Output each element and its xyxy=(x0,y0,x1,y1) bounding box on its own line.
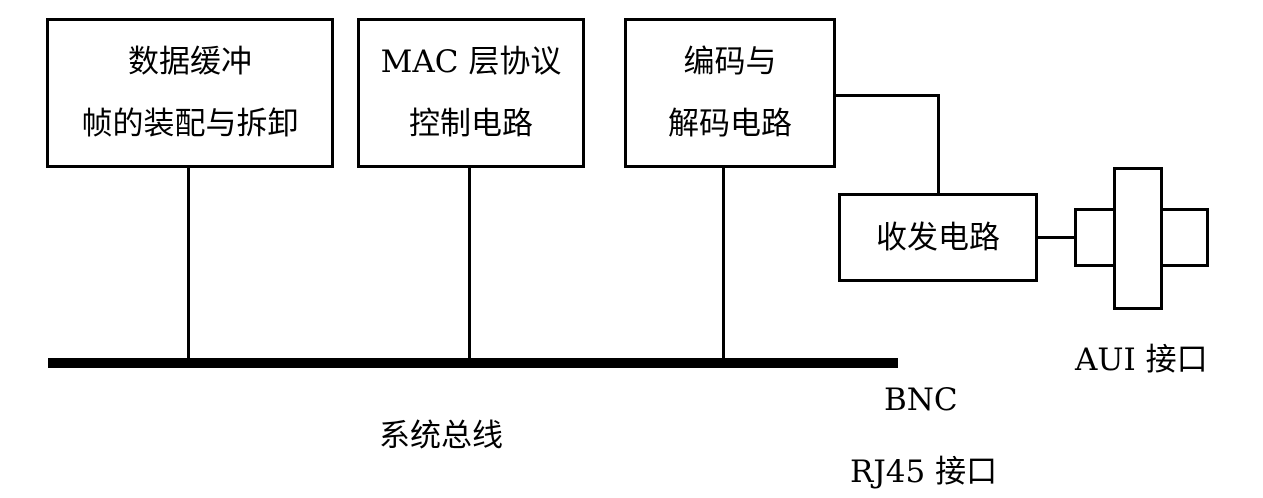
transceiver-box: 收发电路 xyxy=(838,193,1038,282)
transceiver-box-text: 收发电路 xyxy=(841,196,1035,279)
buffer-bus-link xyxy=(187,166,190,360)
codec-connector-horizontal xyxy=(834,94,940,97)
codec-box: 编码与 解码电路 xyxy=(624,18,836,168)
mac-box-text: MAC 层协议 控制电路 xyxy=(360,21,582,165)
bnc-label: BNC xyxy=(884,382,958,418)
mac-box: MAC 层协议 控制电路 xyxy=(357,18,585,168)
aui-connector-center-block xyxy=(1113,167,1163,310)
buffer-box-line2: 帧的装配与拆卸 xyxy=(81,106,299,142)
buffer-box: 数据缓冲 帧的装配与拆卸 xyxy=(46,18,334,168)
system-bus-line xyxy=(48,358,898,368)
codec-box-line1: 编码与 xyxy=(683,44,777,80)
aui-connector-left-block xyxy=(1074,208,1116,267)
codec-connector-vertical xyxy=(937,94,940,195)
buffer-box-text: 数据缓冲 帧的装配与拆卸 xyxy=(49,21,331,165)
codec-box-line2: 解码电路 xyxy=(668,106,792,142)
codec-bus-link xyxy=(722,166,725,360)
buffer-box-line1: 数据缓冲 xyxy=(128,44,252,80)
mac-bus-link xyxy=(468,166,471,360)
rj45-label: RJ45 接口 xyxy=(850,454,998,490)
mac-box-line1: MAC 层协议 xyxy=(380,44,562,80)
aui-label: AUI 接口 xyxy=(1075,342,1208,378)
transceiver-box-line1: 收发电路 xyxy=(876,219,1000,256)
codec-box-text: 编码与 解码电路 xyxy=(627,21,833,165)
aui-connector-right-block xyxy=(1160,208,1209,267)
system-bus-label: 系统总线 xyxy=(379,418,503,454)
mac-box-line2: 控制电路 xyxy=(409,106,533,142)
aui-connector-line xyxy=(1036,236,1076,239)
